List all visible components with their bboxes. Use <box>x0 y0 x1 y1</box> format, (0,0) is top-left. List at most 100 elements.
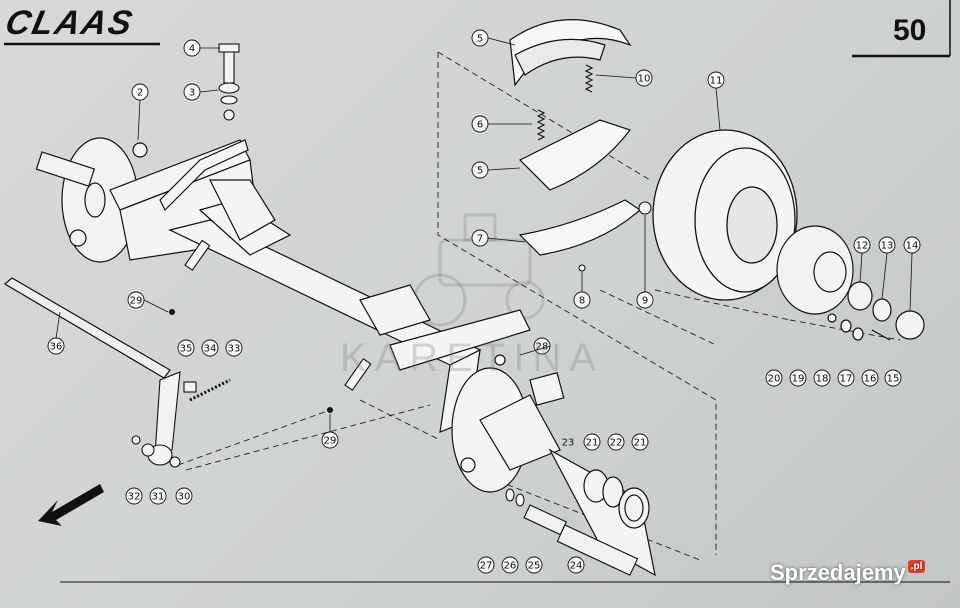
page-number: 50 <box>893 14 927 47</box>
callout-label: 23 <box>562 438 575 449</box>
callout-label: 18 <box>816 374 829 385</box>
marketplace-name: Sprzedajemy <box>770 560 906 585</box>
callout-bubble: 8 <box>573 291 591 309</box>
callout-label: 32 <box>128 492 141 503</box>
direction-arrow-icon <box>38 484 104 526</box>
callout-bubble: 3 <box>183 83 201 101</box>
callout-bubble: 13 <box>878 236 896 254</box>
callout-bubble: 7 <box>471 229 489 247</box>
tow-bar <box>3 277 171 379</box>
callout-label: 21 <box>634 438 647 449</box>
callout-label: 27 <box>480 561 493 572</box>
header-rules <box>4 0 951 583</box>
callout-label: 5 <box>477 166 483 177</box>
callout-bubble: 12 <box>853 236 871 254</box>
callout-bubble: 26 <box>501 556 519 574</box>
callout-bubble: 4 <box>183 39 201 57</box>
callout-bubble: 29 <box>321 431 339 449</box>
callout-label: 29 <box>130 296 143 307</box>
small-parts <box>505 488 639 576</box>
callout-label: 25 <box>528 561 541 572</box>
callout-label: 22 <box>610 438 623 449</box>
callout-bubble: 6 <box>471 115 489 133</box>
callout-label: 9 <box>642 296 648 307</box>
callout-bubble: 21 <box>631 433 649 451</box>
callout-bubble: 14 <box>903 236 921 254</box>
springs <box>536 64 594 141</box>
callout-bubble: 2 <box>131 83 149 101</box>
callout-bubble: 32 <box>125 487 143 505</box>
callout-label: 28 <box>536 342 549 353</box>
brake-drum <box>652 129 798 301</box>
brake-lever-assembly <box>131 371 231 468</box>
callout-bubble: 25 <box>525 556 543 574</box>
callout-bubble: 5 <box>471 161 489 179</box>
callout-bubble: 36 <box>47 337 65 355</box>
callout-bubble: 18 <box>813 369 831 387</box>
callout-bubble: 33 <box>225 339 243 357</box>
callout-label: 31 <box>152 492 165 503</box>
callout-label: 8 <box>579 296 585 307</box>
callout-bubble: 34 <box>201 339 219 357</box>
callout-label: 5 <box>477 34 483 45</box>
callout-label: 26 <box>504 561 517 572</box>
brake-shoes <box>509 19 641 256</box>
callout-bubble: 31 <box>149 487 167 505</box>
callout-label: 20 <box>768 374 781 385</box>
callout-label: 36 <box>50 342 63 353</box>
callout-label: 16 <box>864 374 877 385</box>
callout-label: 10 <box>638 74 651 85</box>
seals <box>583 469 650 529</box>
callout-bubble: 17 <box>837 369 855 387</box>
callout-label: 7 <box>477 234 483 245</box>
callout-label: 30 <box>178 492 191 503</box>
callout-label: 11 <box>710 76 723 87</box>
callout-bubble: 29 <box>127 291 145 309</box>
callout-label: 33 <box>228 344 241 355</box>
callout-label: 13 <box>881 241 894 252</box>
left-hub-assembly <box>35 137 148 263</box>
callout-bubble: 30 <box>175 487 193 505</box>
bearing-parts <box>776 225 925 341</box>
callout-bubble: 24 <box>567 556 585 574</box>
watermark-text: KARETINA <box>340 336 605 380</box>
callout-bubble: 22 <box>607 433 625 451</box>
pins <box>168 239 372 414</box>
callout-bubble: 10 <box>635 69 653 87</box>
callout-label: 14 <box>906 241 919 252</box>
callout-bubble: 16 <box>861 369 879 387</box>
callout-label: 12 <box>856 241 869 252</box>
callout-bubble: 23 <box>562 438 575 449</box>
callout-label: 34 <box>204 344 217 355</box>
callout-label: 3 <box>189 88 195 99</box>
callout-bubble: 9 <box>636 291 654 309</box>
callout-label: 15 <box>887 374 900 385</box>
callout-bubble: 27 <box>477 556 495 574</box>
callout-labels: 2 3 4 5 5 6 7 8 9 10 11 12 13 14 15 16 1… <box>47 29 921 574</box>
callout-label: 29 <box>324 436 337 447</box>
bolt-and-washers <box>218 43 240 121</box>
callout-label: 4 <box>189 44 195 55</box>
axle-beam <box>109 139 531 433</box>
leader-lines <box>55 37 913 432</box>
callout-bubble: 35 <box>177 339 195 357</box>
callout-bubble: 19 <box>789 369 807 387</box>
callout-label: 24 <box>570 561 583 572</box>
callout-label: 35 <box>180 344 193 355</box>
callout-bubble: 15 <box>884 369 902 387</box>
fasteners <box>578 201 652 272</box>
callout-label: 17 <box>840 374 853 385</box>
marketplace-suffix: .pl <box>907 560 926 573</box>
callout-label: 2 <box>137 88 143 99</box>
marketplace-logo: Sprzedajemy.pl <box>770 560 926 586</box>
callout-bubble: 5 <box>471 29 489 47</box>
callout-bubble: 11 <box>707 71 725 89</box>
callout-label: 21 <box>586 438 599 449</box>
callout-bubble: 20 <box>765 369 783 387</box>
callout-label: 19 <box>792 374 805 385</box>
right-hub-assembly <box>451 354 656 577</box>
callout-bubble: 21 <box>583 433 601 451</box>
callout-label: 6 <box>477 120 483 131</box>
